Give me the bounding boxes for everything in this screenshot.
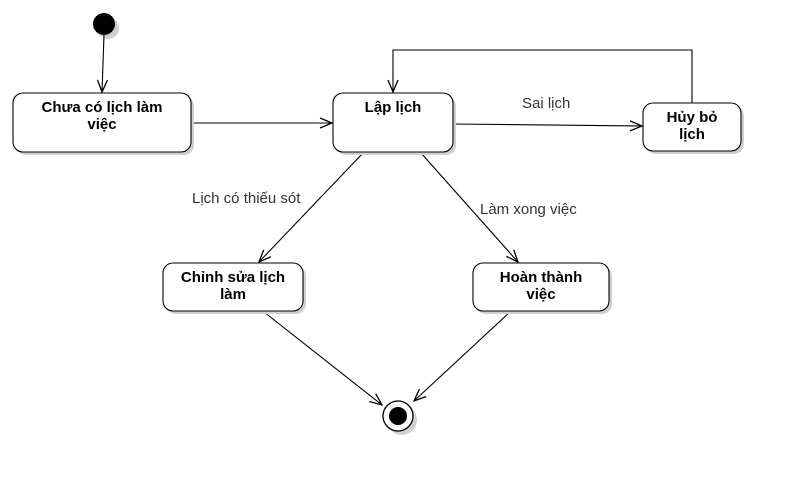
transition-hoan-thanh-to-final (414, 311, 511, 401)
state-huy-bo: Hủy bỏ lịch (642, 102, 744, 154)
state-chua-co-lich-line1: Chưa có lịch làm (42, 99, 163, 116)
final-state (382, 400, 417, 435)
state-chinh-sua-line2: làm (220, 286, 246, 303)
state-hoan-thanh: Hoàn thành việc (472, 262, 612, 314)
transition-huy-bo-loop (393, 49, 693, 103)
state-huy-bo-line1: Hủy bỏ (667, 109, 718, 126)
state-huy-bo-line2: lịch (679, 126, 705, 143)
state-lap-lich-label: Lập lịch (365, 99, 422, 116)
transition-sai-lich (452, 124, 642, 126)
transition-lich-thieu-sot (259, 152, 364, 262)
label-lich-thieu-sot: Lịch có thiếu sót (192, 190, 301, 207)
state-lap-lich: Lập lịch (332, 92, 456, 155)
state-chua-co-lich: Chưa có lịch làm việc (12, 92, 194, 155)
state-chinh-sua: Chỉnh sửa lịch làm (162, 262, 306, 314)
state-chua-co-lich-line2: việc (87, 116, 116, 133)
transition-chinh-sua-to-final (263, 311, 382, 405)
label-lam-xong: Làm xong việc (480, 201, 577, 218)
label-sai-lich: Sai lịch (522, 95, 570, 112)
state-hoan-thanh-line1: Hoàn thành (500, 269, 583, 286)
state-chinh-sua-line1: Chỉnh sửa lịch (181, 269, 285, 286)
transition-lam-xong (420, 152, 518, 262)
transitions (102, 34, 693, 405)
initial-state (93, 13, 119, 39)
state-hoan-thanh-line2: việc (526, 286, 555, 303)
transition-initial-to-chua-co-lich (102, 34, 104, 92)
